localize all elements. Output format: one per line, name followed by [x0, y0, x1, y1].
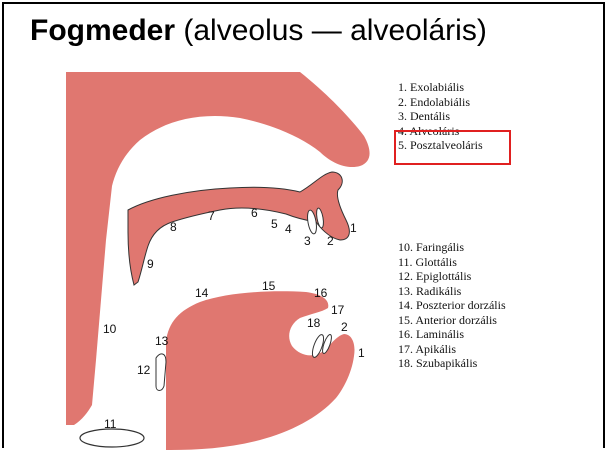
- label-2: 2: [327, 234, 334, 248]
- label-8: 8: [170, 220, 177, 234]
- label-4: 4: [285, 222, 292, 236]
- label-18: 18: [307, 316, 321, 330]
- legend-item: 18. Szubapikális: [398, 356, 506, 371]
- legend-item: 2. Endolabiális: [398, 95, 483, 110]
- legend-item: 12. Epiglottális: [398, 269, 506, 284]
- tongue-lower-jaw-shape: [166, 291, 355, 450]
- label-3: 3: [304, 234, 311, 248]
- label-17: 17: [331, 303, 345, 317]
- label-16: 16: [314, 286, 328, 300]
- label-14: 14: [195, 286, 209, 300]
- legend-item: 17. Apikális: [398, 342, 506, 357]
- label-13: 13: [155, 334, 169, 348]
- highlight-box: [394, 130, 511, 165]
- label-15: 15: [262, 279, 276, 293]
- label-6: 6: [251, 206, 258, 220]
- label-9: 9: [147, 257, 154, 271]
- legend-item: 3. Dentális: [398, 109, 483, 124]
- legend-item: 15. Anterior dorzális: [398, 313, 506, 328]
- label-1: 1: [350, 221, 357, 235]
- label-10: 10: [103, 322, 117, 336]
- label-2-lower: 2: [341, 320, 348, 334]
- legend-item: 16. Laminális: [398, 327, 506, 342]
- legend-item: 11. Glottális: [398, 255, 506, 270]
- label-11: 11: [104, 417, 117, 431]
- label-1-lower: 1: [358, 346, 365, 360]
- legend-item: 1. Exolabiális: [398, 80, 483, 95]
- label-12: 12: [137, 363, 151, 377]
- glottis-shape: [80, 429, 144, 447]
- label-5: 5: [271, 217, 278, 231]
- label-7: 7: [208, 209, 215, 223]
- legend-item: 10. Faringális: [398, 240, 506, 255]
- legend-item: 13. Radikális: [398, 284, 506, 299]
- legend-item: 14. Poszterior dorzális: [398, 298, 506, 313]
- epiglottis-shape: [156, 354, 166, 391]
- legend-articulators: 10. Faringális 11. Glottális 12. Epiglot…: [398, 240, 506, 371]
